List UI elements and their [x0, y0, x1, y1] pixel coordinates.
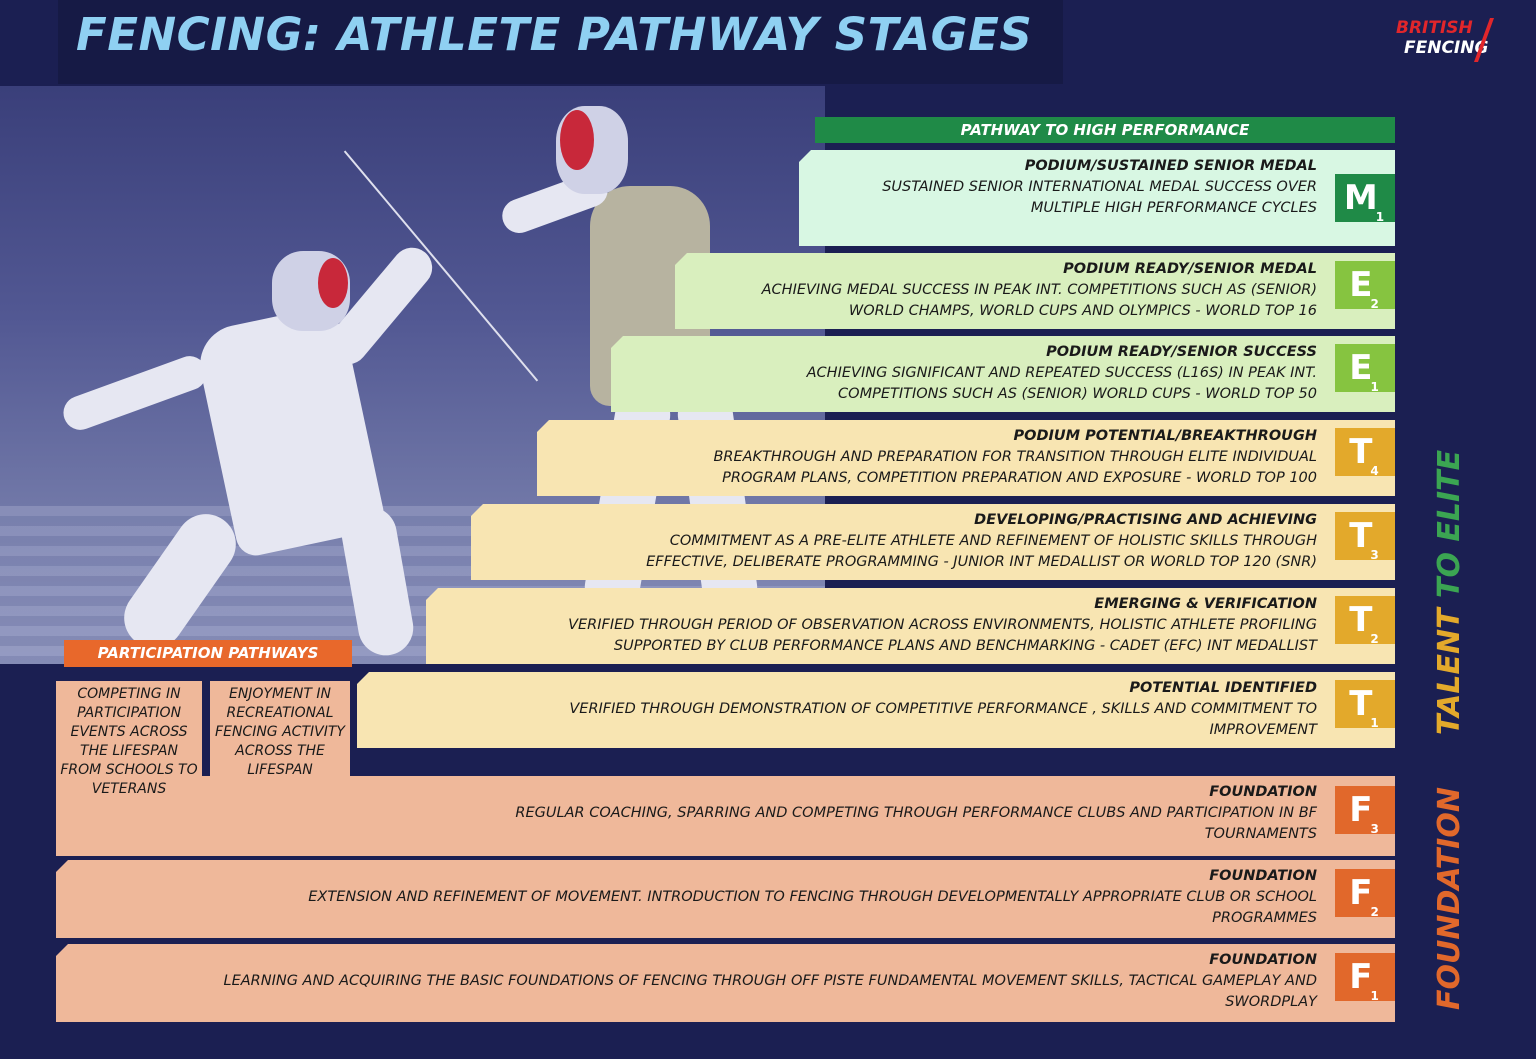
stage-name: FOUNDATION	[1209, 868, 1317, 884]
stage-description-line2: SWORDPLAY	[1225, 994, 1317, 1010]
stage-badge: F2	[1335, 869, 1395, 919]
stage-badge: M1	[1335, 174, 1395, 224]
stage-description-line2: COMPETITIONS SUCH AS (SENIOR) WORLD CUPS…	[838, 386, 1317, 402]
stage-badge: F3	[1335, 786, 1395, 836]
stage-description-line1: ACHIEVING MEDAL SUCCESS IN PEAK INT. COM…	[761, 282, 1317, 298]
stage-badge-subscript: 3	[1370, 547, 1379, 562]
left-fencer-flag	[318, 258, 348, 308]
to-elite-label: TO ELITE	[1432, 449, 1467, 598]
stage-badge-subscript: 4	[1370, 463, 1379, 478]
stage-badge-letter: M	[1343, 178, 1378, 218]
stage-description-line1: BREAKTHROUGH AND PREPARATION FOR TRANSIT…	[713, 449, 1317, 465]
foundation-label: FOUNDATION	[1432, 787, 1467, 1010]
stage-t4: PODIUM POTENTIAL/BREAKTHROUGH BREAKTHROUG…	[537, 420, 1395, 496]
stage-badge-letter: T	[1349, 684, 1373, 724]
stage-f2: FOUNDATION EXTENSION AND REFINEMENT OF MO…	[56, 860, 1395, 938]
stage-badge: T1	[1335, 680, 1395, 730]
stage-name: FOUNDATION	[1209, 784, 1317, 800]
stage-badge-letter: E	[1349, 348, 1373, 388]
stage-badge: E1	[1335, 344, 1395, 394]
participation-box-competing: COMPETING IN PARTICIPATION EVENTS ACROSS…	[56, 681, 202, 853]
stage-badge-subscript: 1	[1370, 988, 1379, 1003]
stage-description-line2: SUPPORTED BY CLUB PERFORMANCE PLANS AND …	[613, 638, 1317, 654]
stage-name: FOUNDATION	[1209, 952, 1317, 968]
participation-box-enjoyment: ENJOYMENT IN RECREATIONAL FENCING ACTIVI…	[210, 681, 350, 853]
stage-name: POTENTIAL IDENTIFIED	[1129, 680, 1317, 696]
talent-to-elite-label: TALENT TO ELITE	[1432, 450, 1467, 735]
stage-description-line1: VERIFIED THROUGH DEMONSTRATION OF COMPET…	[569, 701, 1317, 717]
participation-header: PARTICIPATION PATHWAYS	[64, 640, 352, 667]
stage-description-line2: MULTIPLE HIGH PERFORMANCE CYCLES	[1030, 200, 1317, 216]
stage-name: PODIUM/SUSTAINED SENIOR MEDAL	[1024, 158, 1317, 174]
stage-description-line2: WORLD CHAMPS, WORLD CUPS AND OLYMPICS - …	[848, 303, 1317, 319]
stage-name: DEVELOPING/PRACTISING AND ACHIEVING	[974, 512, 1317, 528]
british-fencing-logo: BRITISH FENCING	[1396, 18, 1518, 68]
stage-e1: PODIUM READY/SENIOR SUCCESS ACHIEVING SIG…	[611, 336, 1395, 412]
stage-badge-letter: T	[1349, 516, 1373, 556]
stage-badge-letter: F	[1349, 873, 1373, 913]
stage-e2: PODIUM READY/SENIOR MEDAL ACHIEVING MEDAL…	[675, 253, 1395, 329]
talent-label: TALENT	[1432, 608, 1467, 735]
stage-badge-subscript: 2	[1370, 631, 1379, 646]
stage-badge-letter: T	[1349, 432, 1373, 472]
stage-badge: T2	[1335, 596, 1395, 646]
blade	[343, 150, 539, 382]
stage-badge-subscript: 1	[1370, 379, 1379, 394]
stage-badge-letter: T	[1349, 600, 1373, 640]
stage-description-line1: SUSTAINED SENIOR INTERNATIONAL MEDAL SUC…	[882, 179, 1317, 195]
title-bar	[58, 0, 1063, 84]
stage-badge-subscript: 2	[1370, 296, 1379, 311]
page-title: FENCING: ATHLETE PATHWAY STAGES	[76, 8, 1033, 61]
stage-badge-subscript: 1	[1370, 715, 1379, 730]
stage-badge-letter: E	[1349, 265, 1373, 305]
stage-name: PODIUM READY/SENIOR MEDAL	[1063, 261, 1317, 277]
stage-badge: F1	[1335, 953, 1395, 1003]
stage-description-line2: PROGRAMMES	[1212, 910, 1317, 926]
stage-name: EMERGING & VERIFICATION	[1094, 596, 1317, 612]
stage-description-line2: EFFECTIVE, DELIBERATE PROGRAMMING - JUNI…	[646, 554, 1317, 570]
stage-description-line1: REGULAR COACHING, SPARRING AND COMPETING…	[515, 805, 1317, 821]
left-fencer-back-arm	[58, 351, 212, 435]
stage-description-line1: EXTENSION AND REFINEMENT OF MOVEMENT. IN…	[308, 889, 1317, 905]
stage-badge: T3	[1335, 512, 1395, 562]
logo-line1: BRITISH	[1396, 18, 1473, 38]
stage-name: PODIUM READY/SENIOR SUCCESS	[1046, 344, 1317, 360]
stage-badge-subscript: 1	[1375, 209, 1385, 224]
stage-t1: POTENTIAL IDENTIFIED VERIFIED THROUGH DEM…	[357, 672, 1395, 748]
pathway-header: PATHWAY TO HIGH PERFORMANCE	[815, 117, 1395, 143]
stage-badge: T4	[1335, 428, 1395, 478]
stage-badge-letter: F	[1349, 790, 1373, 830]
logo-line2: FENCING	[1404, 38, 1489, 58]
stage-badge: E2	[1335, 261, 1395, 311]
stage-description-line1: LEARNING AND ACQUIRING THE BASIC FOUNDAT…	[223, 973, 1317, 989]
stage-m1: PODIUM/SUSTAINED SENIOR MEDAL SUSTAINED S…	[799, 150, 1395, 246]
stage-badge-subscript: 2	[1370, 904, 1379, 919]
stage-description-line2: PROGRAM PLANS, COMPETITION PREPARATION A…	[722, 470, 1317, 486]
stage-description-line1: COMMITMENT AS A PRE-ELITE ATHLETE AND RE…	[669, 533, 1317, 549]
stage-t2: EMERGING & VERIFICATION VERIFIED THROUGH …	[426, 588, 1395, 664]
stage-description-line2: TOURNAMENTS	[1204, 826, 1317, 842]
stage-badge-subscript: 3	[1370, 821, 1379, 836]
stage-description-line2: IMPROVEMENT	[1209, 722, 1317, 738]
stage-badge-letter: F	[1349, 957, 1373, 997]
right-fencer-flag	[560, 110, 594, 170]
stage-f1: FOUNDATION LEARNING AND ACQUIRING THE BAS…	[56, 944, 1395, 1022]
stage-t3: DEVELOPING/PRACTISING AND ACHIEVING COMMI…	[471, 504, 1395, 580]
stage-name: PODIUM POTENTIAL/BREAKTHROUGH	[1013, 428, 1317, 444]
stage-description-line1: ACHIEVING SIGNIFICANT AND REPEATED SUCCE…	[806, 365, 1317, 381]
stage-description-line1: VERIFIED THROUGH PERIOD OF OBSERVATION A…	[568, 617, 1317, 633]
